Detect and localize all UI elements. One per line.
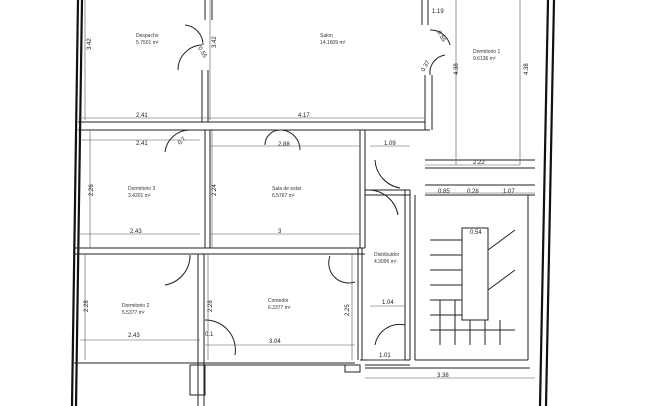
dim-label: 3 [278,229,282,235]
room-area-dormitorio-3: 3.4201 m² [128,193,151,199]
dim-label: 1.19 [432,9,444,15]
dim-label: 3.04 [269,339,281,345]
room-name-salon: Salon [320,33,333,39]
dim-label: 0.55 [435,30,446,44]
dim-label: 2.26 [89,184,95,196]
room-name-despacho: Despacho [136,33,159,39]
dim-label: 2.28 [208,300,214,312]
doors [164,24,451,356]
room-name-comedor: Comedor [268,298,289,304]
dim-label: 2.41 [136,113,148,119]
room-area-salon: 14.1609 m² [320,40,346,46]
room-area-distribuidor: 4.3096 m² [374,259,397,265]
dim-label: 0.55 [196,46,207,60]
dim-label: 2.43 [128,333,140,339]
walls [70,0,556,406]
dim-label: 0.54 [470,230,482,236]
dim-label: 2.88 [278,142,290,148]
dim-label: 2.41 [136,141,148,147]
dim-label: 4.17 [298,113,310,119]
room-labels: Despacho 5.7501 m² Salon 14.1609 m² Dorm… [122,33,500,316]
dim-label: 1.09 [384,141,396,147]
room-name-dormitorio-1: Dormitorio 1 [473,49,500,55]
dim-label: 1.04 [382,300,394,306]
dim-label: 2.24 [212,184,218,196]
dim-label: 0.1 [205,332,214,338]
room-name-dormitorio-3: Dormitorio 3 [128,186,155,192]
dimension-lines [78,0,535,379]
dim-label: 0.28 [467,189,479,195]
dim-label: 2.22 [473,160,485,166]
room-area-sala-de-estar: 6.5767 m² [272,193,295,199]
dim-label: 4.38 [524,63,530,75]
dim-label: 1.07 [503,189,515,195]
dim-label: 0.85 [438,189,450,195]
dim-label: 3.42 [212,36,218,48]
dim-label: 0.37 [421,59,432,73]
dim-label: 0.7 [177,136,188,147]
room-area-dormitorio-1: 9.6136 m² [473,56,496,62]
room-area-dormitorio-2: 5.5377 m² [122,310,145,316]
room-area-despacho: 5.7501 m² [136,40,159,46]
dim-label: 4.38 [454,63,460,75]
dim-label: 2.28 [84,300,90,312]
room-name-dormitorio-2: Dormitorio 2 [122,303,149,309]
dim-label: 2.25 [345,304,351,316]
dim-label: 2.43 [130,229,142,235]
room-name-sala-de-estar: Sala de estar [272,186,302,192]
room-name-distribuidor: Distribuidor [374,252,400,258]
dim-label: 1.01 [379,353,391,359]
room-area-comedor: 6.3377 m² [268,305,291,311]
dimension-labels: 3.42 3.42 0.55 0.55 0.37 1.19 4.38 4.38 … [84,9,530,379]
dim-label: 3.42 [87,38,93,50]
dim-label: 3.38 [437,373,449,379]
